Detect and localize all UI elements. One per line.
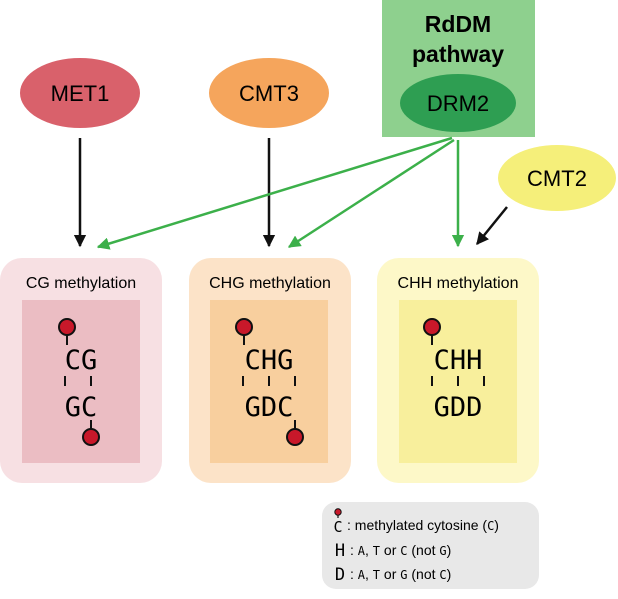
legend-c-row: : methylated cytosine (C) [347,517,499,533]
cg-inner-box [22,300,140,463]
chg-panel-title: CHG methylation [209,275,331,292]
arrow-cmt2-to-chh [476,206,508,245]
chh-methyl-dot-top [423,318,441,336]
met1-label: MET1 [51,81,110,106]
legend-h-symbol: H [335,541,345,561]
arrow-drm2-to-cg [96,136,453,250]
cg-panel-title: CG methylation [26,275,136,292]
chh-bottom-strand: GDD [434,392,483,423]
met1-node [20,58,140,128]
cg-top-strand: CG [65,345,98,376]
cg-methyl-dot-top [58,318,76,336]
chg-methyl-dot-bottom [286,428,304,446]
chh-panel-title: CHH methylation [398,275,519,292]
legend-box [322,502,539,589]
chg-bottom-strand: GDC [245,392,294,423]
cg-methyl-dot-bottom [82,428,100,446]
drm2-node [400,74,516,132]
cmt2-node [498,145,616,211]
cmt3-label: CMT3 [239,81,299,106]
rddm-title-line2: pathway [412,41,504,67]
legend-d-row: : A, T or G (not C) [350,566,451,582]
legend-methyl-dot [334,508,342,516]
chg-top-strand: CHG [245,345,294,376]
chh-top-strand: CHH [434,345,483,376]
drm2-label: DRM2 [427,91,489,116]
cmt2-label: CMT2 [527,166,587,191]
legend-h-row: : A, T or C (not G) [350,542,451,558]
rddm-title-line1: RdDM [425,11,491,37]
arrow-drm2-to-chg [287,138,455,249]
legend-c-symbol: C [333,518,342,536]
cg-bottom-strand: GC [65,392,98,423]
cmt3-node [209,58,329,128]
legend-d-symbol: D [335,565,345,585]
chg-methyl-dot-top [235,318,253,336]
